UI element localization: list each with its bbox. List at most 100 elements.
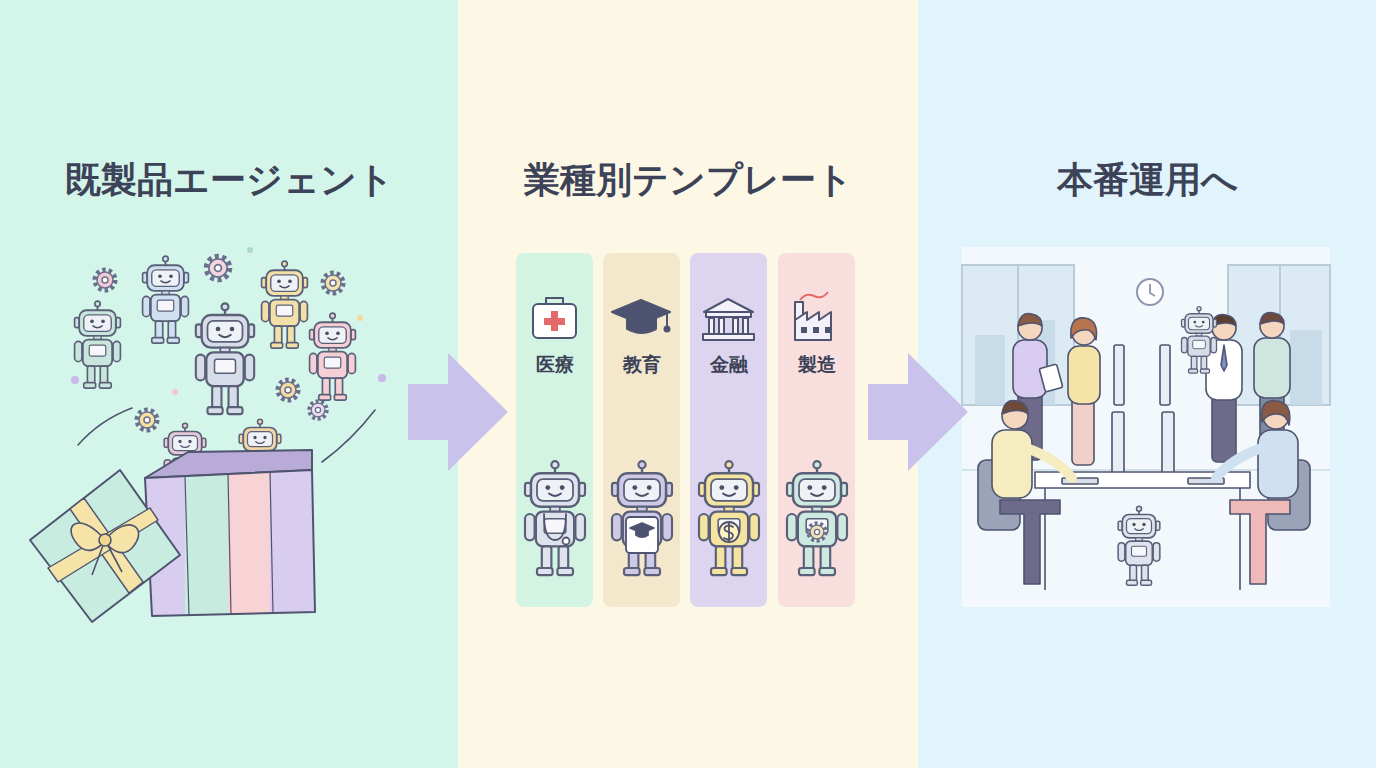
stage-panel: 既製品エージェント: [0, 0, 458, 768]
person-figure: [1013, 312, 1290, 465]
industry-label: 金融: [690, 353, 767, 377]
factory-icon: [795, 312, 831, 340]
robot-figure: [1182, 307, 1217, 374]
robot-accessory: [626, 517, 658, 553]
bank-icon: [704, 299, 753, 312]
person-figure: [1258, 430, 1298, 498]
desk-and-monitors: [1114, 345, 1124, 405]
bank-icon: [743, 318, 748, 334]
desk-and-monitors: [1162, 412, 1174, 474]
industry-label: 製造: [778, 353, 855, 377]
medical-bag-icon: [533, 298, 576, 338]
industry-robot: [699, 461, 759, 575]
industry-label: 医療: [516, 353, 593, 377]
factory-icon: [813, 327, 819, 333]
gift-box: [228, 474, 231, 614]
person-figure: [1212, 392, 1236, 462]
robot-figure: [1118, 506, 1160, 585]
robot-figure: [1182, 307, 1217, 374]
person-figure: [1068, 346, 1100, 404]
burst-lines: [322, 410, 375, 462]
person-figure: [1262, 401, 1290, 425]
office-scene: [1290, 330, 1322, 405]
band-ground: [603, 253, 680, 607]
gear-icon: [278, 380, 298, 400]
person-figure: [1254, 338, 1290, 398]
factory-icon: [795, 292, 831, 340]
industry-label: 教育: [603, 353, 680, 377]
office-scene: [1137, 279, 1163, 305]
industry-robot: [787, 461, 847, 575]
gear-icon: [808, 523, 825, 540]
gift-box: [30, 470, 180, 622]
robot-accessory: [544, 514, 739, 553]
robot-figure: [1118, 506, 1160, 585]
gear-icon: [95, 270, 115, 290]
bank-icon: [703, 334, 754, 340]
panel-ground: [918, 0, 1376, 768]
gift-box: [70, 498, 143, 593]
panel-title: 本番運用へ: [918, 157, 1376, 202]
robot-figure: [310, 313, 356, 400]
panel-title: 業種別テンプレート: [458, 157, 918, 202]
gear-icon: [323, 273, 343, 293]
gear-icon: [808, 523, 825, 540]
medical-bag-icon: [533, 304, 576, 338]
bank-icon: [703, 299, 754, 340]
graduation-cap-icon: [612, 300, 670, 324]
industry-robot: [525, 461, 585, 575]
burst-lines: [78, 408, 132, 445]
robot-figure: [75, 301, 121, 388]
industry-band: 医療: [516, 253, 593, 607]
person-figure: [1018, 314, 1042, 327]
confetti-dot: [71, 376, 79, 384]
office-scene: [962, 247, 1330, 607]
confetti-dot: [357, 315, 363, 321]
graduation-cap-icon: [666, 313, 668, 327]
factory-icon: [825, 327, 831, 333]
confetti-dot: [378, 374, 386, 382]
flow-arrow: [868, 353, 968, 471]
factory-icon: [801, 327, 807, 333]
band-ground: [690, 253, 767, 607]
stage-panel: 本番運用へ: [918, 0, 1376, 768]
office-scene: [975, 335, 1005, 405]
flow-arrow: [408, 353, 508, 471]
person-figure: [1002, 401, 1028, 414]
stage-panel: 業種別テンプレート医療教育金融製造: [458, 0, 918, 768]
medical-bag-icon: [544, 318, 565, 325]
person-figure: [1000, 500, 1060, 584]
robot-accessory: [728, 523, 730, 541]
bank-icon: [706, 312, 751, 317]
gift-box: [30, 450, 320, 622]
robot-accessory: [563, 538, 570, 545]
person-figure: [1221, 345, 1227, 371]
robot-accessory: [544, 514, 566, 540]
robot-figure: [196, 303, 254, 414]
gift-box: [185, 460, 228, 620]
industry-robot: [525, 461, 847, 575]
gift-box: [48, 508, 158, 582]
person-figure: [1072, 395, 1094, 465]
bank-icon: [709, 318, 714, 334]
bank-icon: [733, 318, 738, 334]
person-figure: [1216, 448, 1262, 478]
robot-figure: [262, 261, 308, 348]
band-ground: [516, 253, 593, 607]
gear-icon: [137, 410, 157, 430]
person-figure: [1230, 500, 1290, 584]
gift-box: [228, 460, 270, 620]
bank-icon: [719, 318, 724, 334]
gift-box: [270, 472, 273, 613]
office-scene: [962, 265, 1074, 405]
office-scene: [962, 247, 1330, 607]
person-figure: [1071, 318, 1097, 340]
panel-ground: [0, 0, 458, 768]
person-figure: [1026, 448, 1072, 478]
office-scene: [1150, 284, 1155, 296]
desk-and-monitors: [1160, 345, 1170, 405]
industry-band: 教育: [603, 253, 680, 607]
